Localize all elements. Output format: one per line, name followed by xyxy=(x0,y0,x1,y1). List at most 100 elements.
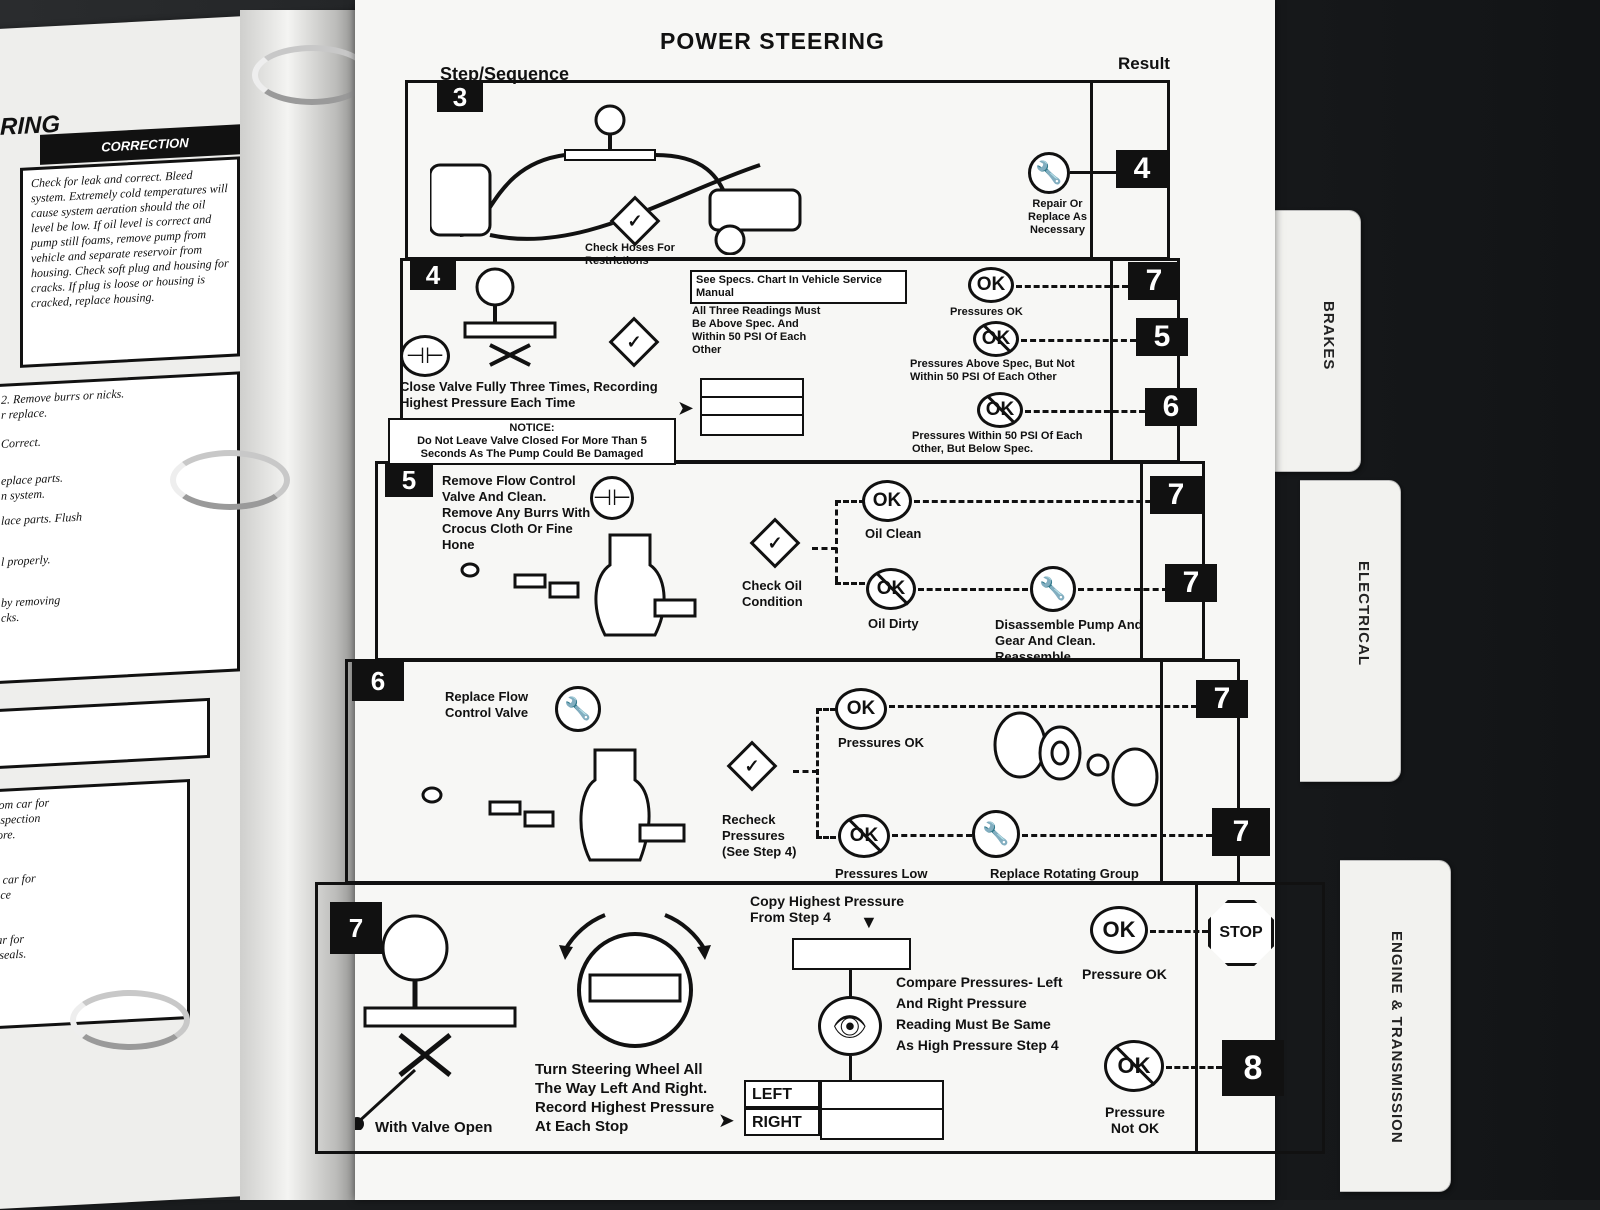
result-divider xyxy=(1110,258,1113,463)
connector xyxy=(1166,1066,1222,1069)
connector xyxy=(816,836,836,839)
wrench-icon: 🔧 xyxy=(555,686,601,732)
step6-check-label: Recheck Pressures (See Step 4) xyxy=(722,812,797,859)
connector xyxy=(793,770,818,773)
arrow-right-icon: ➤ xyxy=(678,398,694,418)
connector xyxy=(816,708,836,711)
tab-label: ELECTRICAL xyxy=(1355,561,1372,666)
step6-pump-illustration xyxy=(421,748,686,862)
ok-icon: OK xyxy=(862,480,912,522)
connector xyxy=(889,705,1197,708)
valve-icon: ⊣⊢ xyxy=(400,335,450,377)
binder-ring-bottom xyxy=(70,990,190,1050)
step4-result2-number[interactable]: 5 xyxy=(1136,318,1188,356)
wrench-icon: 🔧 xyxy=(972,810,1020,858)
connector xyxy=(835,500,838,582)
highest-pressure-field[interactable] xyxy=(792,938,911,970)
right-reading-field[interactable] xyxy=(820,1108,944,1140)
wrench-icon: 🔧 xyxy=(1028,152,1070,194)
step4-result1-number[interactable]: 7 xyxy=(1128,262,1180,300)
valve-icon: ⊣⊢ xyxy=(590,476,634,520)
correction-box-2: 2. Remove burrs or nicks. r replace. Cor… xyxy=(0,371,240,685)
step6-result2-number[interactable]: 7 xyxy=(1212,808,1270,856)
step5-instruction: Remove Flow Control Valve And Clean. Rem… xyxy=(442,473,591,552)
wrench-icon: 🔧 xyxy=(1030,566,1076,612)
connector xyxy=(835,582,865,585)
step7-gauge-illustration xyxy=(355,914,517,1130)
connector xyxy=(1016,285,1128,288)
not-ok-icon: OK xyxy=(973,321,1019,357)
step6-result2-label: Pressures Low xyxy=(835,866,928,881)
step4-gauge-illustration xyxy=(463,267,557,367)
ok-icon: OK xyxy=(968,267,1014,303)
rotating-group-illustration xyxy=(993,711,1159,807)
step7-compare-label: Compare Pressures- Left And Right Pressu… xyxy=(896,974,1063,1053)
step4-result2-label: Pressures Above Spec, But Not Within 50 … xyxy=(910,358,1075,383)
not-ok-icon: OK xyxy=(977,392,1023,428)
binder-ring-middle xyxy=(170,450,290,510)
notice-title: NOTICE: xyxy=(509,422,555,434)
step7-frame xyxy=(315,882,1325,1154)
step4-readings-label: All Three Readings Must Be Above Spec. A… xyxy=(692,305,821,356)
left-reading-field[interactable] xyxy=(820,1080,944,1112)
step4-result3-number[interactable]: 6 xyxy=(1145,388,1197,426)
step3-number: 3 xyxy=(437,82,483,112)
right-label: RIGHT xyxy=(744,1108,820,1136)
connector xyxy=(1150,930,1208,933)
step3-gauge-hose-illustration xyxy=(430,104,802,255)
connector xyxy=(892,834,972,837)
correction-box-4: from car for inspection pore. m car for … xyxy=(0,778,190,1030)
connector xyxy=(835,500,865,503)
step5-number: 5 xyxy=(385,463,433,497)
stop-sign-icon: STOP xyxy=(1208,900,1274,966)
connector xyxy=(812,547,837,550)
connector xyxy=(914,500,1169,503)
connector xyxy=(1021,339,1136,342)
connector xyxy=(1022,834,1212,837)
column-header-result: Result xyxy=(1118,54,1170,73)
ok-icon: OK xyxy=(835,688,887,730)
correction-box-1: Check for leak and correct. Bleed system… xyxy=(20,156,240,368)
binder-ring-top xyxy=(252,45,372,105)
step7-valve-label: With Valve Open xyxy=(375,1119,493,1136)
connector xyxy=(849,1056,852,1080)
result-divider xyxy=(1195,882,1198,1154)
step5-pump-illustration xyxy=(460,533,697,637)
step6-result2-action: Replace Rotating Group xyxy=(990,866,1139,881)
not-ok-icon: OK xyxy=(866,568,916,610)
tab-brakes[interactable]: BRAKES xyxy=(1270,210,1361,472)
step5-result2-action: Disassemble Pump And Gear And Clean. Rea… xyxy=(995,617,1143,664)
left-label: LEFT xyxy=(744,1080,820,1108)
step3-check-label: Check Hoses For Restrictions xyxy=(585,242,675,267)
arrow-down-icon: ▼ xyxy=(860,912,878,932)
steering-wheel-illustration xyxy=(559,913,711,1048)
step7-result1-label: Pressure OK xyxy=(1082,966,1167,982)
step3-result-number[interactable]: 4 xyxy=(1116,150,1168,188)
column-header-step: Step/Sequence xyxy=(440,64,570,84)
step5-result2-number[interactable]: 7 xyxy=(1165,564,1217,602)
step6-result1-number[interactable]: 7 xyxy=(1196,680,1248,718)
ok-icon: OK xyxy=(1090,906,1148,954)
connector xyxy=(816,708,819,836)
tab-label: BRAKES xyxy=(1320,301,1337,371)
tab-engine-transmission[interactable]: ENGINE & TRANSMISSION xyxy=(1340,860,1451,1192)
tab-electrical[interactable]: ELECTRICAL xyxy=(1300,480,1401,782)
page-stack-spine xyxy=(240,10,360,1200)
connector xyxy=(1078,588,1168,591)
right-page xyxy=(355,0,1275,1200)
step4-notice: NOTICE: Do Not Leave Valve Closed For Mo… xyxy=(388,418,676,465)
step4-result1-label: Pressures OK xyxy=(950,306,1023,318)
reading-row-3[interactable] xyxy=(700,414,804,436)
step5-result1-number[interactable]: 7 xyxy=(1150,476,1202,514)
step3-result-label: Repair Or Replace As Necessary xyxy=(1028,198,1087,236)
correction-box-3: t. xyxy=(0,697,210,770)
step5-result1-label: Oil Clean xyxy=(865,526,922,541)
eye-icon: 👁 xyxy=(818,996,882,1056)
notice-body: Do Not Leave Valve Closed For More Than … xyxy=(417,435,647,460)
page-title: POWER STEERING xyxy=(660,28,885,54)
step5-check-label: Check Oil Condition xyxy=(742,578,803,609)
result-divider xyxy=(1160,659,1163,884)
step7-result2-number[interactable]: 8 xyxy=(1222,1040,1284,1096)
step6-result1-label: Pressures OK xyxy=(838,735,924,750)
not-ok-icon: OK xyxy=(1104,1040,1164,1092)
